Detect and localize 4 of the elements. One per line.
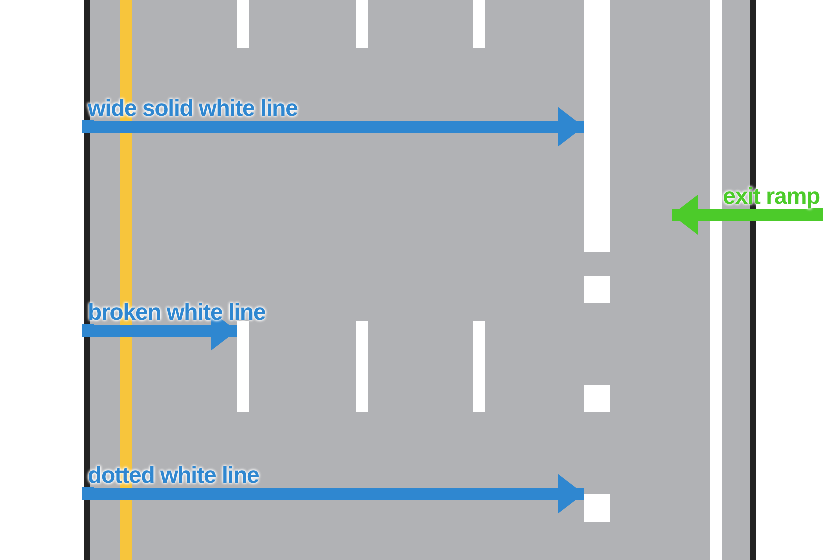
arrow	[82, 474, 584, 514]
lane-dash	[237, 321, 249, 412]
arrow	[82, 107, 584, 147]
arrow	[672, 195, 823, 235]
